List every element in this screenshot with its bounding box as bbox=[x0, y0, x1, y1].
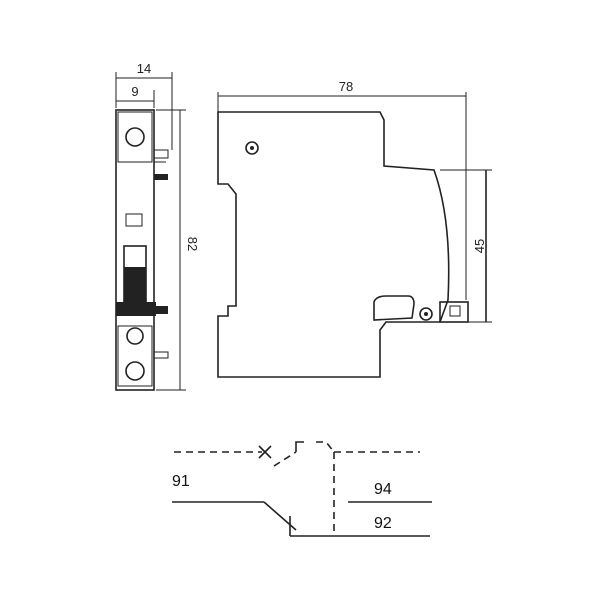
top-terminal-screw-icon bbox=[125, 127, 145, 147]
side-view-dimensions: 78 45 bbox=[217, 79, 492, 323]
front-view-dimensions: 14 9 82 bbox=[115, 61, 200, 391]
lever-base bbox=[116, 302, 156, 316]
mechanical-link-diagonal bbox=[273, 451, 297, 467]
side-stud-top bbox=[153, 149, 169, 159]
latch-step bbox=[295, 441, 304, 452]
side-stud-lower bbox=[154, 306, 168, 314]
terminal-94-label: 94 bbox=[374, 481, 392, 498]
fault-cross-icon-b bbox=[258, 445, 272, 459]
side-view bbox=[217, 111, 469, 378]
side-stud-mid bbox=[154, 174, 168, 180]
front-view-outline bbox=[115, 109, 155, 391]
side-mounting-hole-center bbox=[250, 146, 254, 150]
terminal-91-label: 91 bbox=[172, 473, 190, 490]
side-mounting-hole-icon bbox=[245, 141, 259, 155]
side-lever-handle[interactable] bbox=[373, 295, 415, 321]
aux-contact-window bbox=[449, 305, 461, 317]
dim-height: 82 bbox=[185, 237, 200, 251]
top-terminal-block bbox=[117, 111, 153, 163]
label-window bbox=[125, 213, 143, 227]
switch-blade bbox=[263, 501, 297, 531]
bottom-terminal-screw-upper-icon bbox=[126, 327, 144, 345]
front-view bbox=[115, 109, 169, 391]
bottom-terminal-screw-lower-icon bbox=[125, 361, 145, 381]
side-lower-hole-icon bbox=[419, 307, 433, 321]
latch-link bbox=[316, 441, 335, 453]
terminal-92-label: 92 bbox=[374, 515, 392, 532]
aux-contact-block bbox=[439, 301, 469, 323]
dim-depth: 78 bbox=[339, 79, 353, 94]
bottom-terminal-block bbox=[117, 325, 153, 387]
side-view-outline bbox=[217, 111, 450, 378]
dim-width-partial: 9 bbox=[131, 84, 138, 99]
toggle-lever-dark bbox=[124, 267, 146, 302]
side-lower-hole-center bbox=[424, 312, 428, 316]
dim-front-height: 45 bbox=[472, 239, 487, 253]
contact-schematic: 91 94 92 bbox=[172, 441, 432, 537]
side-stud-bottom bbox=[153, 351, 169, 359]
dim-width-total: 14 bbox=[137, 61, 151, 76]
